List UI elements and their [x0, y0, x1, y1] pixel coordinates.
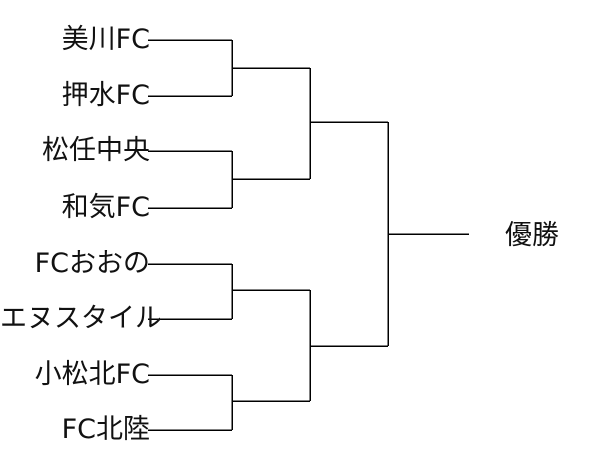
team-label-5: FCおおの: [34, 248, 150, 279]
team-label-7: 小松北FC: [34, 359, 150, 390]
team-label-2: 押水FC: [61, 80, 150, 111]
team-label-6: エヌスタイル: [0, 303, 162, 334]
team-label-8: FC北陸: [61, 414, 150, 445]
team-label-1: 美川FC: [61, 24, 150, 55]
winner-label: 優勝: [505, 220, 559, 251]
team-label-3: 松任中央: [42, 135, 150, 166]
team-label-4: 和気FC: [61, 192, 150, 223]
